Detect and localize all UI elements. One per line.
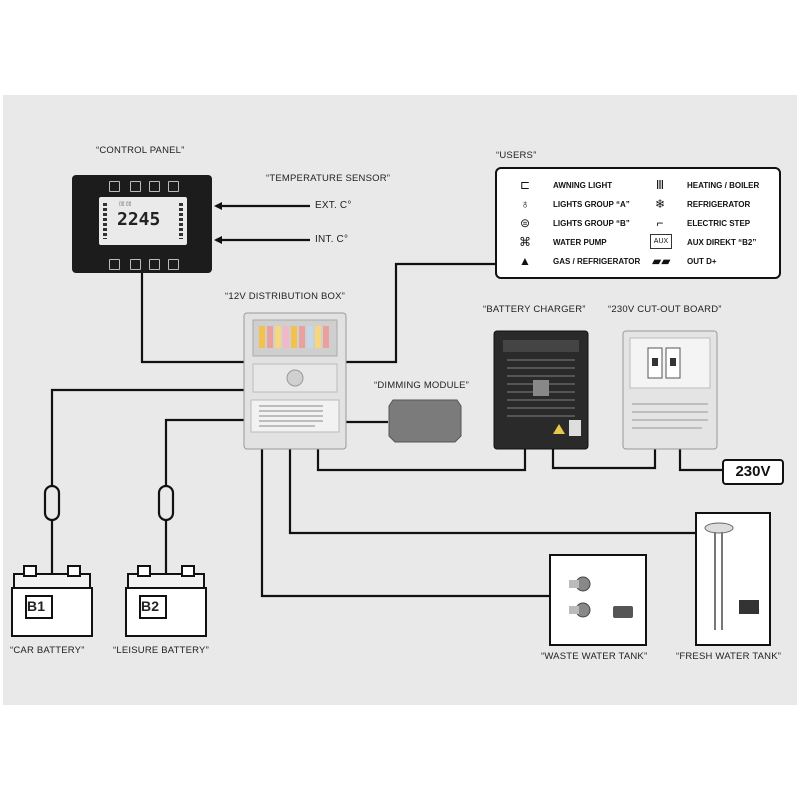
car-battery [11,565,93,637]
waste-tank-wire [260,448,551,598]
display-left-bar [103,203,107,239]
user-item-gas-refrigerator: GAS / REFRIGERATOR [553,257,641,266]
car-battery-label: “CAR BATTERY” [10,645,85,656]
panel-button-bottom-4[interactable] [168,259,179,270]
users-label: “USERS” [496,150,537,161]
mains-wire [678,448,722,472]
aux-icon: AUX [650,234,672,249]
user-item-aux-direkt: AUX DIREKT “B2” [687,238,757,247]
leisure-fuse [157,484,175,522]
fresh-water-tank [695,512,771,646]
mains-230v-badge: 230V [722,459,784,485]
display-value: 2245 [117,209,161,230]
car-battery-wire [50,388,246,486]
user-item-out-d: OUT D+ [687,257,717,266]
battery-charger [493,330,589,450]
battery-pair-icon: ▰▰ [652,254,671,268]
panel-display: ▯▯ ▯▯ 2245 [99,197,187,245]
lightbulb-icon: ♁ [520,197,530,211]
control-panel-label: “CONTROL PANEL” [96,145,185,156]
panel-box-wire [140,273,246,364]
leisure-battery-label: “LEISURE BATTERY” [113,645,209,656]
radiator-icon: Ⅲ [655,178,665,192]
awning-light-icon: ⊏ [519,178,531,192]
box-users-wire [346,262,496,364]
car-fuse [43,484,61,522]
flame-icon: ▲ [519,254,531,268]
display-right-bar [179,203,183,239]
ext-label: EXT. C° [315,200,352,211]
cutout-wire [551,448,657,470]
cutout-board [622,330,718,450]
battery-b2-label: B2 [141,598,160,614]
step-icon: ⌐ [656,216,664,230]
panel-button-top-3[interactable] [149,181,160,192]
temperature-sensor-label: “TEMPERATURE SENSOR” [266,173,391,184]
panel-button-top-1[interactable] [109,181,120,192]
int-arrow [214,236,222,244]
panel-button-bottom-2[interactable] [130,259,141,270]
distribution-box [243,312,347,450]
display-small-readout: ▯▯ ▯▯ [119,201,132,207]
panel-button-bottom-3[interactable] [149,259,160,270]
user-item-water-pump: WATER PUMP [553,238,607,247]
waste-water-tank [549,554,647,646]
user-item-lights-a: LIGHTS GROUP “A” [553,200,630,209]
leisure-battery-wire [164,418,246,486]
int-label: INT. C° [315,234,349,245]
snowflake-icon: ❄ [654,197,666,211]
distribution-box-label: “12V DISTRIBUTION BOX” [225,291,346,302]
user-item-lights-b: LIGHTS GROUP “B” [553,219,630,228]
fresh-tank-wire [288,448,697,535]
battery-b1-label: B1 [27,598,46,614]
panel-button-bottom-1[interactable] [109,259,120,270]
panel-button-top-2[interactable] [130,181,141,192]
cutout-board-label: “230V CUT-OUT BOARD” [608,304,722,315]
user-item-refrigerator: REFRIGERATOR [687,200,751,209]
user-item-electric-step: ELECTRIC STEP [687,219,751,228]
users-box: ⊏ AWNING LIGHT ♁ LIGHTS GROUP “A” ⊜ LIGH… [495,167,781,279]
panel-button-top-4[interactable] [168,181,179,192]
leisure-battery [125,565,207,637]
dimming-module-label: “DIMMING MODULE” [374,380,470,391]
charger-wire [316,448,527,472]
waste-water-tank-label: “WASTE WATER TANK” [541,651,648,662]
user-item-heating-boiler: HEATING / BOILER [687,181,760,190]
fresh-water-tank-label: “FRESH WATER TANK” [676,651,782,662]
lightbulb-icon: ⊜ [519,216,531,230]
water-pump-icon: ⌘ [519,235,531,249]
dimming-module [388,399,462,443]
battery-charger-label: “BATTERY CHARGER” [483,304,586,315]
user-item-awning-light: AWNING LIGHT [553,181,613,190]
ext-arrow [214,202,222,210]
control-panel: ▯▯ ▯▯ 2245 [72,175,212,273]
